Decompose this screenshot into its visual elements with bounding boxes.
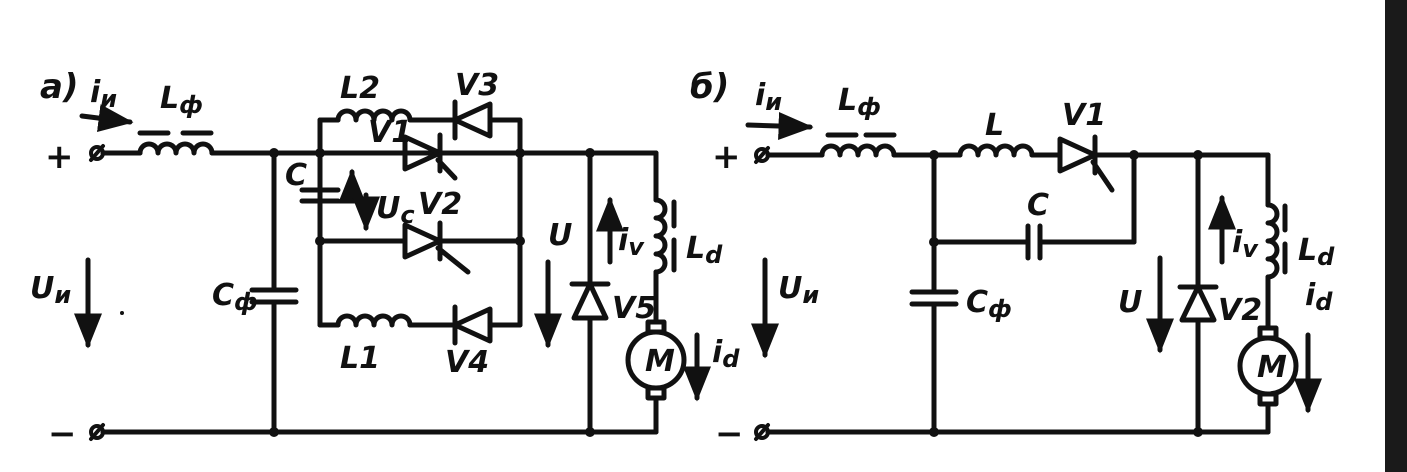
inductor-l-label: L xyxy=(985,108,1004,143)
iv-label-a: iv xyxy=(618,223,645,261)
id-label-b: id xyxy=(1305,278,1333,316)
thyristor-v1-a xyxy=(402,134,443,172)
freewheel-diode-v5 xyxy=(571,281,609,321)
iv-label-b: iv xyxy=(1232,225,1259,263)
panel-b-title: б) xyxy=(690,67,729,107)
page-edge-shadow xyxy=(1385,0,1407,472)
v2-label-b: V2 xyxy=(1218,293,1262,328)
output-voltage-label-a: U xyxy=(548,218,572,253)
v3-label: V3 xyxy=(455,68,499,103)
inductor-l1 xyxy=(335,313,413,328)
id-label-a: id xyxy=(712,335,740,373)
input-current-label-a: iи xyxy=(90,75,117,113)
filter-inductor-label-b: Lф xyxy=(838,83,881,121)
smoothing-inductor-a xyxy=(653,197,668,275)
thyristor-v1-b xyxy=(1057,136,1098,174)
filter-inductor-b xyxy=(819,143,897,158)
ld-label-b: Ld xyxy=(1298,233,1335,271)
v4-label: V4 xyxy=(445,345,489,380)
motor-label-a: M xyxy=(645,344,675,379)
minus-label-b: − xyxy=(715,414,744,454)
freewheel-diode-v2 xyxy=(1179,284,1217,323)
thyristor-v2-a xyxy=(402,222,443,260)
diode-v3 xyxy=(452,101,493,139)
ld-label-a: Ld xyxy=(686,231,723,269)
panel-b: б) + − iи Lф L V1 C Uи Cф U V2 iv Ld id … xyxy=(690,67,1335,454)
inductor-l xyxy=(957,143,1035,158)
smoothing-inductor-b xyxy=(1265,202,1280,280)
plus-label-b: + xyxy=(712,137,741,177)
panel-a-title: а) xyxy=(40,67,78,107)
diode-v4 xyxy=(452,306,493,344)
filter-inductor-label-a: Lф xyxy=(160,81,203,119)
motor-label-b: M xyxy=(1257,350,1287,385)
capacitor-c-label-b: C xyxy=(1027,188,1049,223)
l2-label: L2 xyxy=(340,71,380,106)
plus-label-a: + xyxy=(45,137,74,177)
output-voltage-label-b: U xyxy=(1118,285,1142,320)
v5-label: V5 xyxy=(612,291,656,326)
v1-label-b: V1 xyxy=(1062,98,1106,133)
input-voltage-label-a: Uи xyxy=(30,271,71,309)
l1-label: L1 xyxy=(340,341,380,376)
panel-a: а) + − iи Lф L2 V3 V1 C Uc V2 Uи Cф L1 V… xyxy=(30,67,740,454)
v1-label-a: V1 xyxy=(368,115,412,150)
filter-capacitor-label-b: Cф xyxy=(966,285,1012,323)
input-current-label-b: iи xyxy=(755,78,782,116)
uc-label: Uc xyxy=(376,191,415,229)
filter-inductor-a xyxy=(137,141,215,156)
v2-label-a: V2 xyxy=(418,187,462,222)
capacitor-c-label-a: C xyxy=(285,158,307,193)
inductor-l2 xyxy=(335,108,413,123)
minus-label-a: − xyxy=(48,414,77,454)
input-voltage-label-b: Uи xyxy=(778,271,819,309)
filter-capacitor-label-a: Cф xyxy=(212,278,258,316)
